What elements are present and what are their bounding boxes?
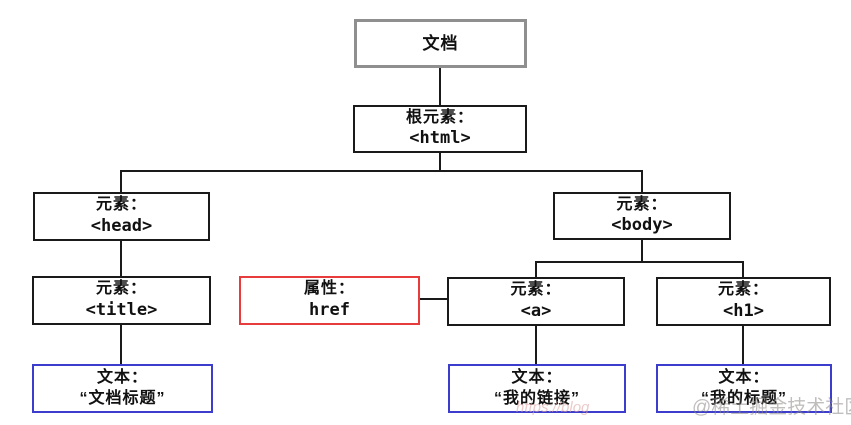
connector-to-head [120, 170, 122, 192]
node-text-title-value: “文档标题” [79, 389, 166, 407]
node-a-label: 元素： [510, 281, 562, 299]
connector-doc-html [439, 68, 441, 105]
node-title-value: <title> [85, 299, 158, 320]
node-element-h1: 元素： <h1> [656, 277, 831, 326]
node-text-title-label: 文本： [96, 369, 148, 387]
connector-to-a [535, 261, 537, 277]
node-h1-value: <h1> [723, 300, 764, 321]
node-text-document-title: 文本： “文档标题” [32, 364, 213, 413]
connector-head-title [120, 241, 122, 276]
node-body-value: <body> [611, 215, 673, 236]
node-html-value: <html> [409, 128, 471, 149]
connector-title-text [120, 325, 122, 364]
node-title-label: 元素： [95, 280, 147, 298]
connector-branch-2 [535, 261, 744, 263]
node-head-value: <head> [90, 215, 153, 236]
node-element-a: 元素： <a> [447, 277, 625, 326]
connector-html-stub [439, 153, 441, 171]
node-href-label: 属性： [303, 280, 355, 298]
node-text-link-label: 文本： [511, 369, 563, 387]
node-document: 文档 [354, 19, 527, 68]
node-document-label: 文档 [422, 33, 459, 53]
node-text-link-value: “我的链接” [493, 389, 580, 407]
node-text-my-link: 文本： “我的链接” [448, 364, 626, 413]
node-html-label: 根元素： [405, 108, 474, 126]
node-text-heading-label: 文本： [718, 369, 770, 387]
node-body-label: 元素： [616, 195, 668, 213]
node-text-heading-value: “我的标题” [700, 389, 787, 407]
connector-h1-text [742, 326, 744, 364]
node-text-my-heading: 文本： “我的标题” [656, 364, 832, 413]
node-element-title: 元素： <title> [32, 276, 211, 325]
node-h1-label: 元素： [717, 281, 769, 299]
node-href-value: href [309, 299, 350, 320]
node-attribute-href: 属性： href [239, 276, 420, 325]
connector-body-stub [641, 240, 643, 263]
node-element-head: 元素： <head> [33, 192, 210, 241]
connector-branch-1 [120, 170, 643, 172]
node-element-body: 元素： <body> [553, 192, 731, 240]
connector-to-body [641, 170, 643, 192]
node-root-element-html: 根元素： <html> [353, 105, 527, 153]
node-a-value: <a> [520, 300, 552, 321]
connector-a-text [535, 326, 537, 364]
node-head-label: 元素： [95, 196, 147, 214]
connector-to-h1 [742, 261, 744, 277]
connector-href-a [420, 298, 447, 300]
